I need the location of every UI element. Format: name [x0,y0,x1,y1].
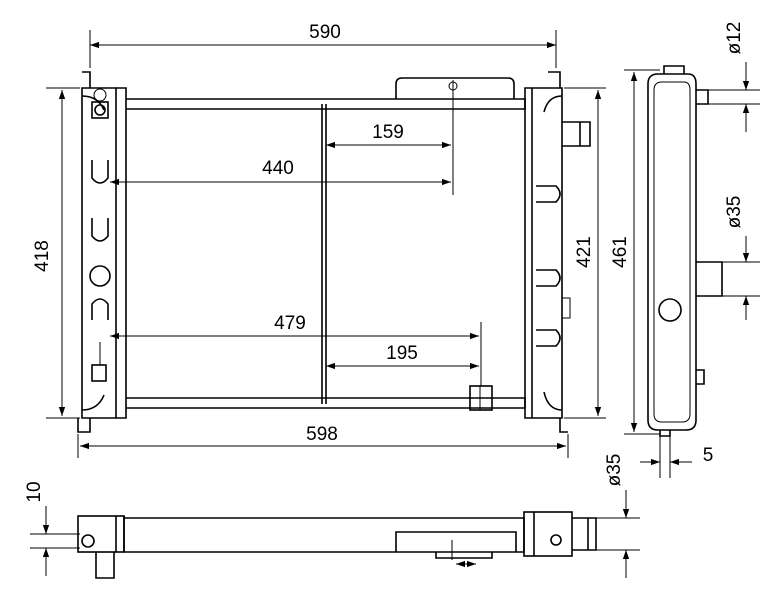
side-dimensions: 461 ø12 ø35 5 [610,22,760,478]
bottom-core [124,517,525,553]
left-bend-3 [91,298,109,320]
dim-pipe-upper: ø35 [724,196,745,229]
dim-offset-drain: 195 [386,343,418,364]
dim-pipe-small: ø12 [724,22,745,55]
dim-offset-small: 5 [703,445,714,466]
left-bend-1 [91,160,109,184]
side-large-pipe [696,261,723,297]
side-view [647,65,723,437]
dim-height-left: 418 [32,240,53,272]
side-tank-outline [647,73,697,431]
filler-neck [395,77,515,99]
dim-offset-cap: 159 [372,122,404,143]
right-bend-2 [536,269,561,287]
dim-depth-bracket: 10 [24,481,45,502]
dim-offset-cap-total: 440 [262,158,294,179]
side-boss [658,298,682,322]
dim-width-bottom: 598 [306,424,338,445]
center-support [321,104,327,404]
dim-pipe-lower: ø35 [604,454,625,487]
right-bend-3 [536,329,561,347]
bottom-right-tank [523,511,573,557]
bottom-dimensions: 10 ø35 [24,454,640,578]
bottom-view [77,511,597,579]
right-tank [524,87,563,419]
dim-height-inner: 421 [574,236,595,268]
left-bend-2 [91,218,109,242]
right-bend-1 [536,185,561,203]
side-small-pipe [696,89,709,105]
bottom-right-pipe [572,517,597,551]
left-cap [91,101,109,119]
dim-height-tank: 461 [610,236,631,268]
bottom-left-fitting [95,552,115,579]
dim-offset-drain-total: 479 [274,313,306,334]
dim-width-top: 590 [309,22,341,43]
left-outlet [89,265,111,287]
left-tank [81,87,117,419]
right-upper-pipe [562,121,591,147]
drain-plug [91,364,107,382]
front-view [77,71,591,433]
front-dimensions: 590 598 418 421 159 440 479 195 [32,22,606,458]
